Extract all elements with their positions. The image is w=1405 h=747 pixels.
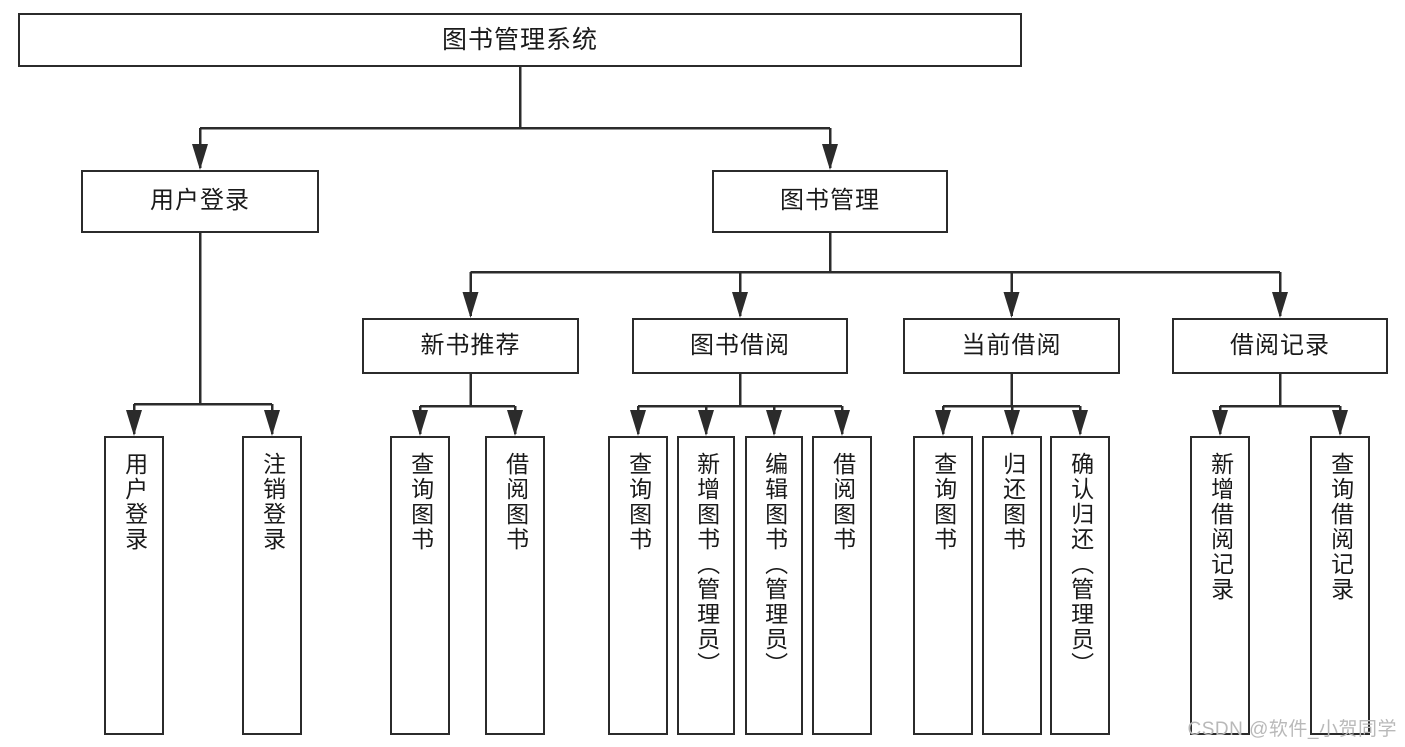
- connector-arrowhead: [935, 410, 951, 436]
- connector-arrowhead: [1003, 292, 1020, 318]
- node-label: 用户登录: [121, 452, 148, 552]
- connector-arrowhead: [507, 410, 523, 436]
- node-label: 查询图书: [407, 452, 434, 552]
- node-leaf-query-record[interactable]: 查询借阅记录: [1310, 436, 1370, 735]
- node-label: 注销登录: [259, 452, 286, 552]
- node-leaf-logout[interactable]: 注销登录: [242, 436, 302, 735]
- node-leaf-confirm-return[interactable]: 确认归还（管理员）: [1050, 436, 1110, 735]
- connector-arrowhead: [732, 292, 748, 318]
- node-label: 新增图书（管理员）: [693, 452, 720, 677]
- connector-arrowhead: [192, 144, 208, 170]
- node-leaf-query-book-rec[interactable]: 查询图书: [390, 436, 450, 735]
- connector-arrowhead: [126, 410, 142, 436]
- node-current-borrow[interactable]: 当前借阅: [903, 318, 1120, 374]
- connector-arrowhead: [1004, 410, 1020, 436]
- node-user-login[interactable]: 用户登录: [81, 170, 319, 233]
- node-label: 借阅图书: [829, 452, 856, 552]
- node-leaf-borrow-book[interactable]: 借阅图书: [812, 436, 872, 735]
- node-label: 用户登录: [150, 187, 250, 215]
- node-label: 查询图书: [930, 452, 957, 552]
- connector-arrowhead: [834, 410, 850, 436]
- node-book-borrow[interactable]: 图书借阅: [632, 318, 848, 374]
- connector-arrowhead: [1272, 292, 1288, 318]
- node-label: 查询借阅记录: [1327, 452, 1354, 602]
- connector-arrowhead: [264, 410, 280, 436]
- node-leaf-borrow-book-rec[interactable]: 借阅图书: [485, 436, 545, 735]
- node-leaf-user-login[interactable]: 用户登录: [104, 436, 164, 735]
- node-book-manage[interactable]: 图书管理: [712, 170, 948, 233]
- node-label: 当前借阅: [961, 331, 1062, 359]
- node-label: 图书借阅: [690, 331, 790, 359]
- node-label: 查询图书: [625, 452, 652, 552]
- node-label: 图书管理系统: [441, 26, 598, 54]
- connector-arrowhead: [1332, 410, 1348, 436]
- node-label: 新书推荐: [420, 331, 521, 359]
- node-borrow-record[interactable]: 借阅记录: [1172, 318, 1388, 374]
- connector-arrowhead: [412, 410, 428, 436]
- node-label: 编辑图书（管理员）: [761, 452, 788, 677]
- connector-arrowhead: [766, 410, 782, 436]
- connector-arrowhead: [1072, 410, 1088, 436]
- node-new-book-rec[interactable]: 新书推荐: [362, 318, 579, 374]
- node-leaf-query-book-cur[interactable]: 查询图书: [913, 436, 973, 735]
- node-leaf-return-book[interactable]: 归还图书: [982, 436, 1042, 735]
- node-label: 借阅记录: [1230, 331, 1330, 359]
- node-leaf-add-book[interactable]: 新增图书（管理员）: [677, 436, 735, 735]
- node-leaf-edit-book[interactable]: 编辑图书（管理员）: [745, 436, 803, 735]
- connector-arrowhead: [698, 410, 714, 436]
- connector-arrowhead: [462, 292, 479, 318]
- connector-arrowhead: [822, 144, 838, 170]
- node-label: 借阅图书: [502, 452, 529, 552]
- connector-arrowhead: [630, 410, 646, 436]
- connector-arrowhead: [1212, 410, 1228, 436]
- node-label: 确认归还（管理员）: [1067, 452, 1094, 677]
- node-leaf-query-book-borrow[interactable]: 查询图书: [608, 436, 668, 735]
- node-root[interactable]: 图书管理系统: [18, 13, 1022, 67]
- node-label: 新增借阅记录: [1207, 452, 1234, 602]
- watermark-label: CSDN @软件_小贺同学: [1187, 719, 1397, 740]
- node-leaf-add-record[interactable]: 新增借阅记录: [1190, 436, 1250, 735]
- node-label: 归还图书: [999, 452, 1026, 552]
- node-label: 图书管理: [780, 187, 880, 215]
